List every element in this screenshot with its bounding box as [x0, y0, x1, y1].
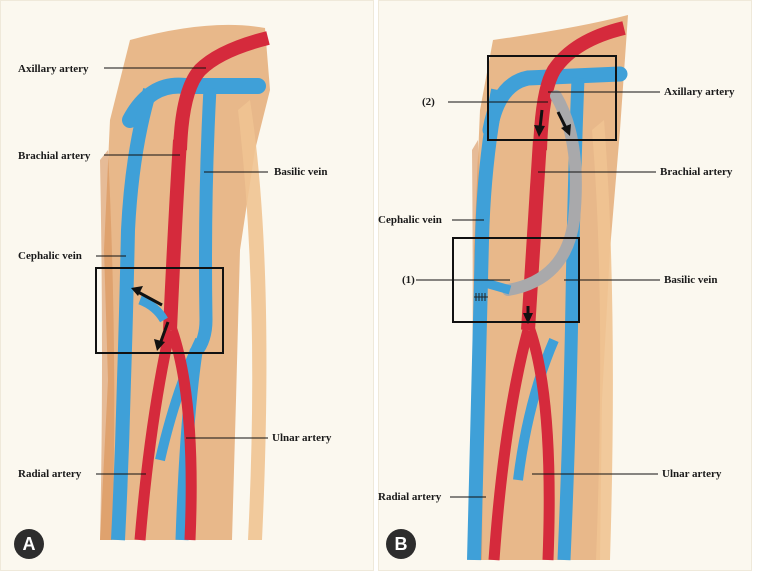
- label-ulnar-artery: Ulnar artery: [272, 432, 332, 444]
- flow-arrow-1: [534, 125, 545, 137]
- arm-illustration-b: [416, 15, 660, 561]
- label-marker-2: (2): [422, 96, 435, 108]
- cephalic-vein: [467, 88, 505, 561]
- label-ulnar-artery: Ulnar artery: [662, 468, 722, 480]
- panel-badge-b: B: [386, 529, 416, 559]
- label-radial-artery: Radial artery: [378, 491, 442, 503]
- label-axillary-artery: Axillary artery: [664, 86, 735, 98]
- arm-highlight: [238, 100, 267, 540]
- anastomosis-box: [95, 267, 224, 354]
- label-axillary-artery: Axillary artery: [18, 63, 89, 75]
- label-cephalic-vein: Cephalic vein: [378, 214, 442, 226]
- panel-a: Axillary artery Brachial artery Basilic …: [0, 0, 374, 571]
- graft-upper-box: [487, 55, 617, 141]
- arm-shadow: [100, 150, 115, 540]
- label-cephalic-vein: Cephalic vein: [18, 250, 82, 262]
- cephalic-vein: [111, 87, 157, 541]
- label-basilic-vein: Basilic vein: [664, 274, 718, 286]
- panel-badge-a: A: [14, 529, 44, 559]
- ulnar-artery-vessel: [524, 328, 555, 561]
- label-marker-1: (1): [402, 274, 415, 286]
- radial-artery-vessel: [488, 328, 534, 561]
- label-radial-artery: Radial artery: [18, 468, 82, 480]
- panel-b: (2) Axillary artery Brachial artery Ceph…: [378, 0, 752, 571]
- suture-marks: [474, 293, 488, 301]
- brachial-artery-vessel: [163, 139, 187, 331]
- flow-arrow-2: [561, 124, 571, 136]
- axillary-artery-vessel: [173, 31, 270, 151]
- label-brachial-artery: Brachial artery: [660, 166, 733, 178]
- forearm-vein: [513, 338, 559, 481]
- arm-highlight: [592, 120, 613, 560]
- label-brachial-artery: Brachial artery: [18, 150, 91, 162]
- label-basilic-vein: Basilic vein: [274, 166, 328, 178]
- median-vein: [155, 337, 205, 462]
- ulnar-artery-vessel: [166, 328, 197, 541]
- flow-arrow-3: [523, 313, 533, 324]
- arm-illustration-a: [95, 24, 270, 541]
- anastomosis-stub: [138, 295, 168, 323]
- arteriovenous-graft: [502, 90, 582, 296]
- flow-arrow-down: [154, 339, 165, 351]
- flow-arrow-left: [131, 286, 143, 296]
